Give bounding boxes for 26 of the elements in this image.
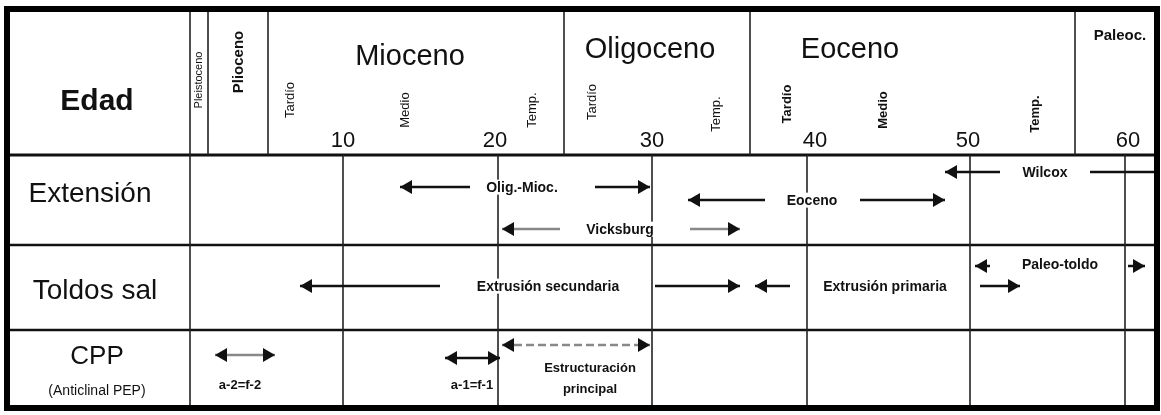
stage-label: Tardío	[283, 81, 297, 119]
epoch-label: Eoceno	[800, 32, 900, 64]
stage-label: Temp.	[1028, 95, 1042, 133]
age-tick-label: 50	[955, 128, 981, 152]
epoch-label: Oligoceno	[584, 32, 716, 64]
row-label: Toldos sal	[32, 275, 158, 305]
range-label: Wilcox	[1019, 164, 1071, 180]
row-label: CPP	[70, 342, 124, 370]
epoch-label: Plioceno	[230, 30, 246, 94]
stage-label: Temp.	[525, 92, 539, 128]
stage-label: Tardío	[585, 83, 599, 121]
age-tick-label: 60	[1115, 128, 1141, 152]
age-tick-label: 10	[330, 128, 356, 152]
row-header: Edad	[60, 84, 134, 116]
age-tick-label: 30	[639, 128, 665, 152]
age-tick-label: 40	[802, 128, 828, 152]
stage-label: Tardío	[780, 84, 794, 124]
row-label: Extensión	[28, 178, 152, 208]
row-label: (Anticlinal PEP)	[48, 382, 146, 398]
stage-label: Medio	[876, 91, 890, 129]
stage-label: Medio	[398, 92, 412, 128]
epoch-label: Mioceno	[355, 39, 465, 71]
stage-label: Temp.	[709, 96, 723, 132]
age-tick-label: 20	[482, 128, 508, 152]
epoch-label: Pleistoceno	[193, 51, 205, 109]
epoch-label: Paleoc.	[1093, 27, 1147, 43]
